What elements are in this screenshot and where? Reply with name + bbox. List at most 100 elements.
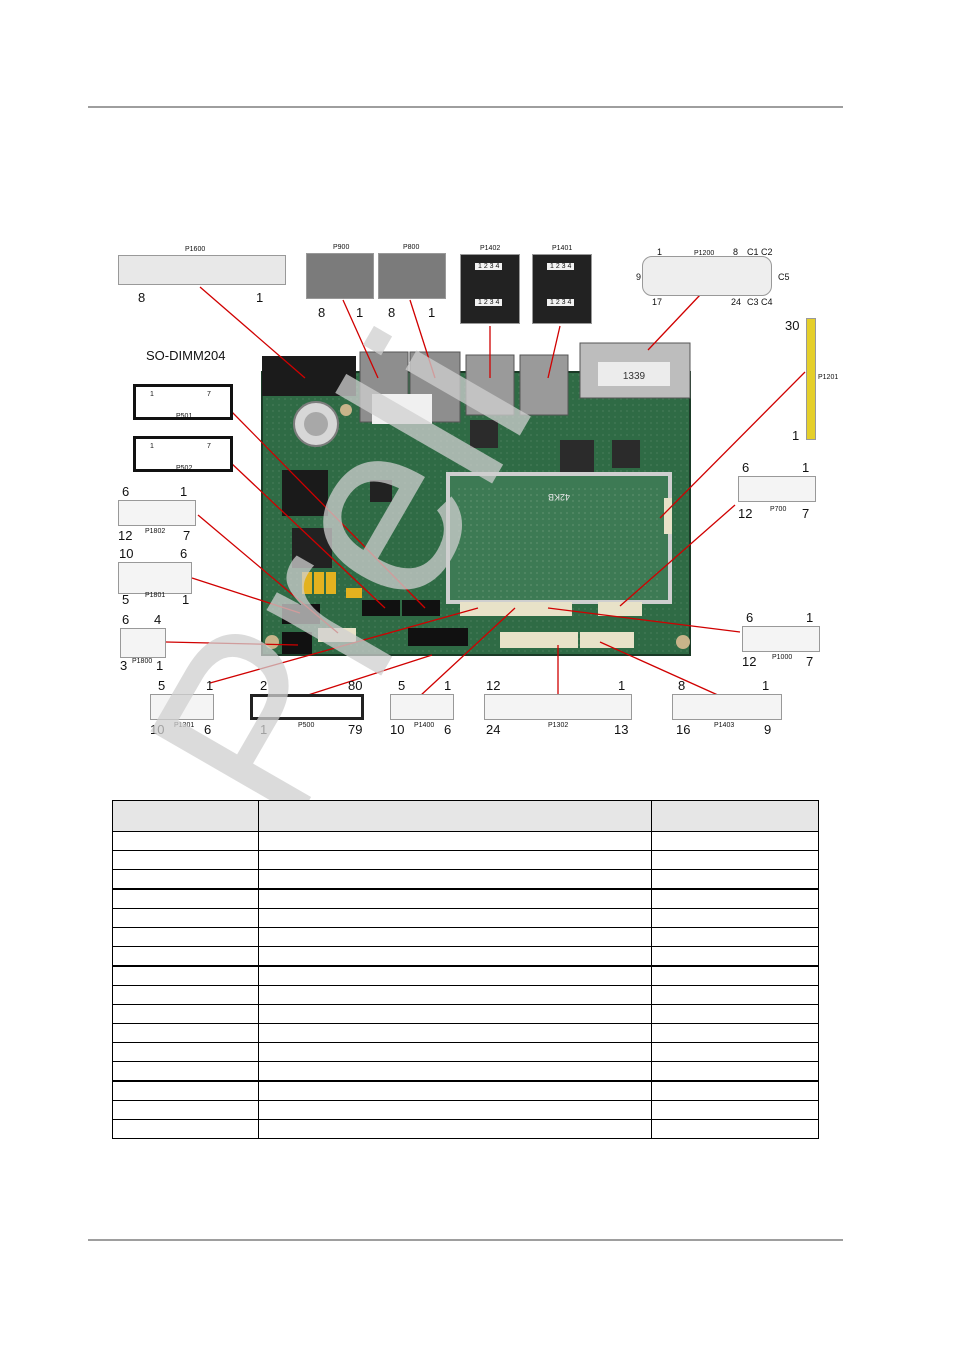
p1000-pin-7: 7	[806, 654, 814, 669]
table-cell	[112, 1042, 259, 1062]
table-cell	[112, 985, 259, 1005]
p1000-pin-12: 12	[742, 654, 757, 669]
p1401-pins-bottom: 1 2 3 4	[547, 299, 575, 306]
p1403-connector	[672, 694, 782, 720]
table-cell	[258, 1042, 652, 1062]
p1200-pin-c3c4: C3 C4	[747, 297, 773, 307]
p1403-pin-1: 1	[762, 678, 770, 693]
p1400-label: P1400	[414, 722, 435, 729]
table-cell	[112, 1100, 259, 1120]
table-cell	[112, 1061, 259, 1082]
p1400-pin-5: 5	[398, 678, 406, 693]
table-cell	[112, 888, 259, 909]
table-row	[112, 1042, 819, 1062]
p1403-label: P1403	[714, 722, 735, 729]
table-cell	[112, 831, 259, 851]
table-row	[112, 927, 819, 947]
table-cell	[258, 869, 652, 890]
p501-connector	[133, 384, 233, 420]
dvi-marking: 1339	[623, 371, 646, 382]
p900-label: P900	[333, 244, 350, 251]
table-row	[112, 985, 819, 1005]
p1800-label: P1800	[132, 658, 153, 665]
p1301-pin-1: 1	[206, 678, 214, 693]
p1201-pin-1: 1	[792, 428, 800, 443]
p1301-label: P1301	[174, 722, 195, 729]
table-cell	[651, 831, 819, 851]
p900-pin-right: 1	[356, 305, 364, 320]
p1201-label: P1201	[818, 374, 839, 381]
table-cell	[651, 1004, 819, 1024]
p700-connector	[738, 476, 816, 502]
p1801-label: P1801	[145, 592, 166, 599]
p700-pin-12: 12	[738, 506, 753, 521]
table-header-row	[112, 800, 819, 832]
table-cell	[651, 1119, 819, 1139]
table-cell	[651, 1080, 819, 1101]
p501-pin-7: 7	[207, 391, 211, 398]
connector-table	[112, 800, 819, 1139]
p1200-connector	[642, 256, 772, 296]
p1802-label: P1802	[145, 528, 166, 535]
p1301-pin-6: 6	[204, 722, 212, 737]
p1600-pin-right: 1	[256, 290, 264, 305]
table-cell	[651, 888, 819, 909]
table-cell	[112, 850, 259, 870]
table-row	[112, 888, 819, 909]
table-cell	[651, 946, 819, 967]
table-cell	[112, 1023, 259, 1043]
table-cell	[112, 869, 259, 890]
p1800-pin-1: 1	[156, 658, 164, 673]
table-header-cell	[112, 800, 259, 832]
p1301-pin-5: 5	[158, 678, 166, 693]
table-cell	[258, 831, 652, 851]
p1200-pin-8: 8	[733, 247, 739, 257]
table-cell	[651, 1061, 819, 1082]
p1403-pin-16: 16	[676, 722, 691, 737]
p502-connector	[133, 436, 233, 472]
p1400-pin-6: 6	[444, 722, 452, 737]
p1000-connector	[742, 626, 820, 652]
p1802-pin-7: 7	[183, 528, 191, 543]
table-row	[112, 965, 819, 986]
table-cell	[651, 908, 819, 928]
table-row	[112, 1100, 819, 1120]
table-cell	[112, 1004, 259, 1024]
p700-pin-1: 1	[802, 460, 810, 475]
p1201-connector	[806, 318, 816, 440]
p500-pin-1: 1	[260, 722, 268, 737]
p1800-pin-4: 4	[154, 612, 162, 627]
p1801-pin-1: 1	[182, 592, 190, 607]
p1802-pin-12: 12	[118, 528, 133, 543]
p1401-pins-top: 1 2 3 4	[547, 263, 575, 270]
table-cell	[651, 869, 819, 890]
table-cell	[112, 965, 259, 986]
p1301-pin-10: 10	[150, 722, 165, 737]
table-cell	[651, 1023, 819, 1043]
table-header-cell	[258, 800, 652, 832]
table-cell	[258, 888, 652, 909]
p1000-pin-6: 6	[746, 610, 754, 625]
table-row	[112, 869, 819, 890]
p1801-pin-10: 10	[119, 546, 134, 561]
p1200-pin-1: 1	[657, 247, 663, 257]
p1401-label: P1401	[552, 245, 573, 252]
p501-pin-1: 1	[150, 391, 154, 398]
table-cell	[258, 850, 652, 870]
p1600-label: P1600	[185, 246, 206, 253]
table-cell	[112, 927, 259, 947]
p900-pin-left: 8	[318, 305, 326, 320]
p1200-pin-c5: C5	[778, 272, 790, 282]
p1801-pin-6: 6	[180, 546, 188, 561]
p800-pin-left: 8	[388, 305, 396, 320]
p1802-pin-1: 1	[180, 484, 188, 499]
p502-pin-7: 7	[207, 443, 211, 450]
p1200-pin-c1c2: C1 C2	[747, 247, 773, 257]
p1302-connector	[484, 694, 632, 720]
p500-pin-79: 79	[348, 722, 363, 737]
p1302-pin-13: 13	[614, 722, 629, 737]
table-cell	[651, 1042, 819, 1062]
p1302-pin-24: 24	[486, 722, 501, 737]
table-cell	[258, 965, 652, 986]
p1302-label: P1302	[548, 722, 569, 729]
